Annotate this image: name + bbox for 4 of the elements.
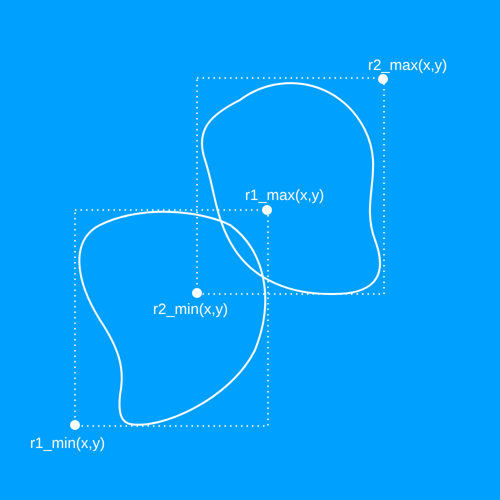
point-label: r2_max(x,y)	[368, 57, 448, 74]
point-label: r1_min(x,y)	[30, 435, 106, 452]
point-label: r1_max(x,y)	[245, 187, 324, 204]
point-label: r2_min(x,y)	[153, 301, 228, 318]
